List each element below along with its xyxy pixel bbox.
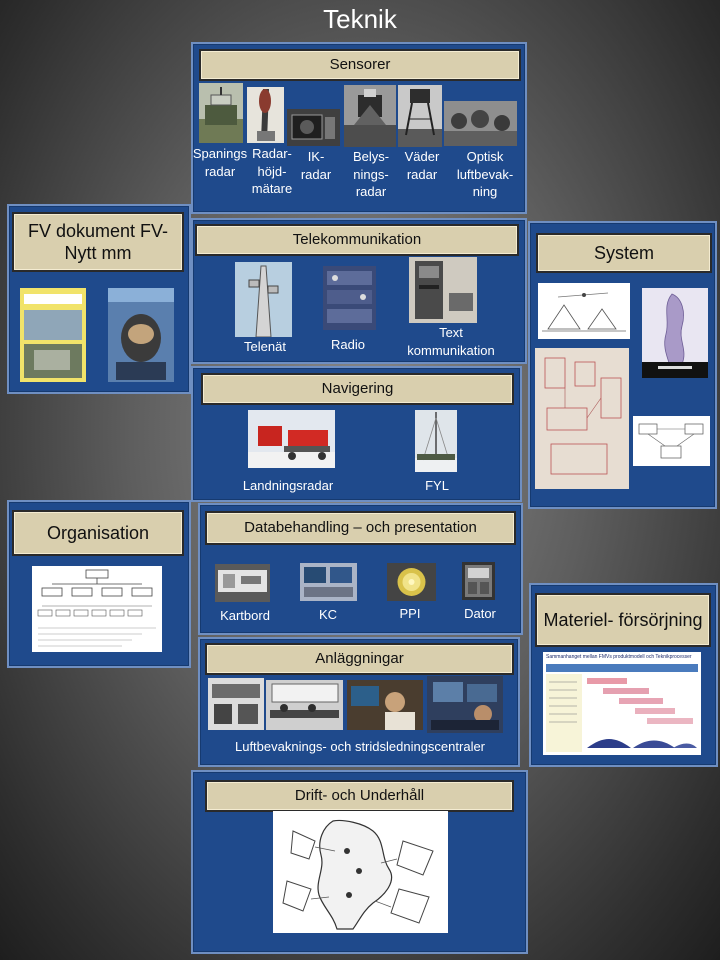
anlaggningar-caption: Luftbevaknings- och stridsledningscentra… <box>234 739 486 754</box>
organisation-chart-image[interactable] <box>32 566 162 652</box>
control-center-photo-3[interactable] <box>347 680 423 730</box>
ik-radar-photo[interactable] <box>287 109 340 146</box>
ppi-display-photo[interactable] <box>387 563 436 601</box>
fv-dokument-header[interactable]: FV dokument FV-Nytt mm <box>12 212 184 272</box>
fyl-mast-photo[interactable] <box>415 410 457 472</box>
map-table-label: Kartbord <box>220 608 270 623</box>
page-title: Teknik <box>323 4 397 34</box>
navigering-header[interactable]: Navigering <box>201 373 514 405</box>
radio-equipment-photo[interactable] <box>323 266 376 330</box>
computer-photo[interactable] <box>462 562 495 600</box>
system-diagram-1[interactable] <box>538 283 630 339</box>
fyl-label: FYL <box>425 478 449 493</box>
ppi-label: PPI <box>399 606 421 621</box>
weather-radar-label: Väder radar <box>404 149 440 182</box>
materiel-header[interactable]: Materiel- försörjning <box>535 593 711 647</box>
text-communication-label: Text kommunikation <box>407 325 495 358</box>
organisation-header[interactable]: Organisation <box>12 510 184 556</box>
sensorer-header[interactable]: Sensorer <box>199 49 521 81</box>
illumination-radar-photo[interactable] <box>344 85 396 147</box>
telecom-tower-photo[interactable] <box>235 262 292 337</box>
optical-observation-label: Optisk luftbevak- ning <box>456 149 514 200</box>
text-terminal-photo[interactable] <box>409 257 477 323</box>
illumination-radar-label: Belys- nings- radar <box>352 149 390 200</box>
height-finder-radar-photo[interactable] <box>247 87 284 143</box>
computer-label: Dator <box>464 606 496 621</box>
materiel-chart-title: Sammanhanget mellan FMVs produktmodell o… <box>546 654 692 660</box>
weather-radar-photo[interactable] <box>398 85 442 147</box>
telecom-tower-label: Telenät <box>244 339 286 354</box>
landing-radar-label: Landningsradar <box>242 478 334 493</box>
databehandling-header[interactable]: Databehandling – och presentation <box>205 511 516 545</box>
fv-document-cover-1[interactable] <box>20 288 86 382</box>
search-radar-photo[interactable] <box>199 83 243 143</box>
control-center-photo-4[interactable] <box>427 676 503 733</box>
optical-observation-photo[interactable] <box>444 101 517 146</box>
system-header[interactable]: System <box>536 233 712 273</box>
materiel-process-chart[interactable]: Sammanhanget mellan FMVs produktmodell o… <box>543 652 701 755</box>
radio-label: Radio <box>331 337 365 352</box>
landing-radar-photo[interactable] <box>248 410 335 468</box>
control-center-photo-1[interactable] <box>208 678 264 730</box>
map-table-photo[interactable] <box>215 564 270 602</box>
ik-radar-label: IK- radar <box>300 149 332 182</box>
system-block-diagram[interactable] <box>535 348 629 489</box>
system-sweden-map[interactable] <box>642 288 708 378</box>
anlaggningar-header[interactable]: Anläggningar <box>205 643 514 675</box>
fv-nytt-cover[interactable] <box>108 288 174 382</box>
maintenance-sketch-map[interactable] <box>273 811 448 933</box>
drift-header[interactable]: Drift- och Underhåll <box>205 780 514 812</box>
telekom-header[interactable]: Telekommunikation <box>195 224 519 256</box>
search-radar-label: Spanings radar <box>192 146 248 179</box>
kc-console-photo[interactable] <box>300 563 357 601</box>
control-center-photo-2[interactable] <box>266 680 343 730</box>
system-network-diagram[interactable] <box>633 416 710 466</box>
height-finder-radar-label: Radar- höjd- mätare <box>251 146 293 197</box>
kc-label: KC <box>318 607 338 622</box>
